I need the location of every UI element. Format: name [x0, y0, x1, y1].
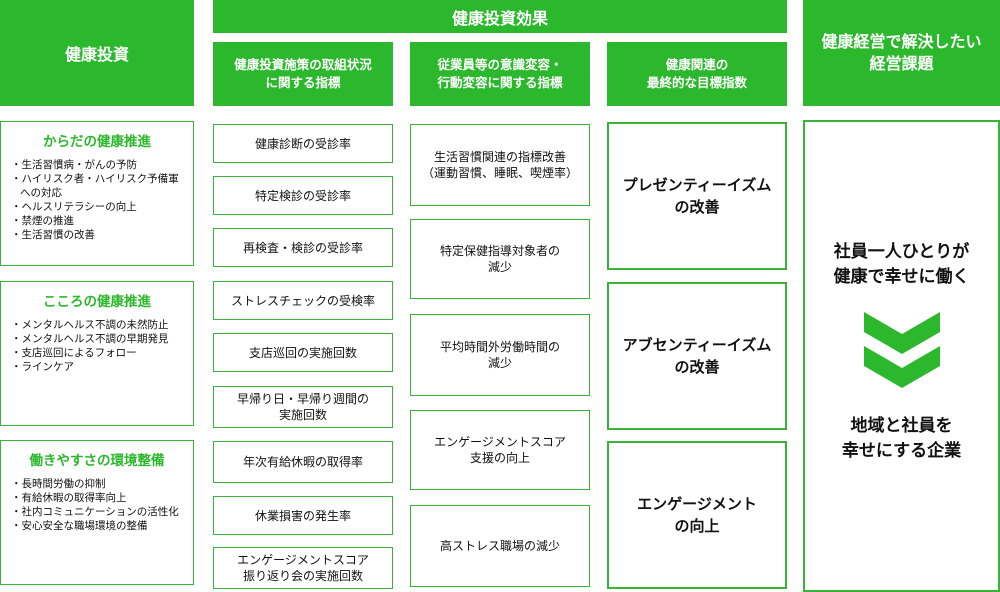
list-item: ・ハイリスク者・ハイリスク予備軍 への対応: [11, 173, 179, 199]
investment-title: からだの健康推進: [43, 134, 151, 150]
header-health-investment: 健康投資: [0, 0, 194, 106]
indicator-engagement-review-count: エンゲージメントスコア 振り返り会の実施回数: [213, 547, 393, 589]
indicator-health-guidance-reduction: 特定保健指導対象者の 減少: [410, 219, 590, 299]
target-engagement: エンゲージメント の向上: [607, 441, 787, 589]
issue-goal-company: 地域と社員を 幸せにする企業: [841, 416, 962, 461]
indicator-branch-visit-count: 支店巡回の実施回数: [213, 333, 393, 372]
header-investment-effect: 健康投資効果: [213, 0, 787, 33]
investment-title: 働きやすさの環境整備: [29, 453, 165, 469]
indicator-high-stress-reduction: 高ストレス職場の減少: [410, 505, 590, 587]
investment-title: こころの健康推進: [43, 294, 151, 310]
indicator-absence-loss-rate: 休業損害の発生率: [213, 496, 393, 535]
list-item: ・禁煙の推進: [11, 215, 74, 227]
header-initiative-indicators: 健康投資施策の取組状況 に関する指標: [213, 42, 393, 106]
list-item: ・メンタルヘルス不調の早期発見: [11, 333, 169, 345]
indicator-overtime-reduction: 平均時間外労働時間の 減少: [410, 314, 590, 396]
indicator-stress-check-rate: ストレスチェックの受検率: [213, 281, 393, 320]
double-chevron-down-icon: [864, 312, 940, 388]
list-item: ・安心安全な職場環境の整備: [11, 520, 148, 532]
header-behavior-indicators: 従業員等の意識変容・ 行動変容に関する指標: [410, 42, 590, 106]
list-item: ・ラインケア: [11, 361, 74, 373]
indicator-early-leave-count: 早帰り日・早帰り週間の 実施回数: [213, 386, 393, 428]
target-presenteeism: プレゼンティーイズム の改善: [607, 122, 787, 270]
list-item: ・ヘルスリテラシーの向上: [11, 201, 137, 213]
management-issue-box: 社員一人ひとりが 健康で幸せに働く 地域と社員を 幸せにする企業: [803, 120, 1000, 592]
list-item: ・生活習慣の改善: [11, 229, 95, 241]
list-item: ・支店巡回によるフォロー: [11, 347, 137, 359]
indicator-engagement-score: エンゲージメントスコア 支援の向上: [410, 410, 590, 490]
list-item: ・生活習慣病・がんの予防: [11, 159, 137, 171]
list-item: ・長時間労働の抑制: [11, 478, 106, 490]
investment-body-health: からだの健康推進 ・生活習慣病・がんの予防 ・ハイリスク者・ハイリスク予備軍 へ…: [0, 121, 194, 266]
indicator-reexam-rate: 再検査・検診の受診率: [213, 228, 393, 267]
target-absenteeism: アブセンティーイズム の改善: [607, 282, 787, 430]
investment-work-environment: 働きやすさの環境整備 ・長時間労働の抑制 ・有給休暇の取得率向上 ・社内コミュニ…: [0, 440, 194, 585]
header-final-target-indicators: 健康関連の 最終的な目標指数: [607, 42, 787, 106]
list-item: ・社内コミュニケーションの活性化: [11, 506, 179, 518]
investment-mental-health: こころの健康推進 ・メンタルヘルス不調の未然防止 ・メンタルヘルス不調の早期発見…: [0, 281, 194, 426]
list-item: ・有給休暇の取得率向上: [11, 492, 127, 504]
header-management-issue: 健康経営で解決したい 経営課題: [803, 0, 1000, 106]
list-item: ・メンタルヘルス不調の未然防止: [11, 319, 169, 331]
indicator-lifestyle-improvement: 生活習慣関連の指標改善 （運動習慣、睡眠、喫煙率）: [410, 124, 590, 206]
issue-goal-employees: 社員一人ひとりが 健康で幸せに働く: [833, 242, 970, 287]
indicator-specific-checkup-rate: 特定検診の受診率: [213, 176, 393, 215]
indicator-checkup-rate: 健康診断の受診率: [213, 124, 393, 163]
indicator-paid-leave-rate: 年次有給休暇の取得率: [213, 441, 393, 483]
